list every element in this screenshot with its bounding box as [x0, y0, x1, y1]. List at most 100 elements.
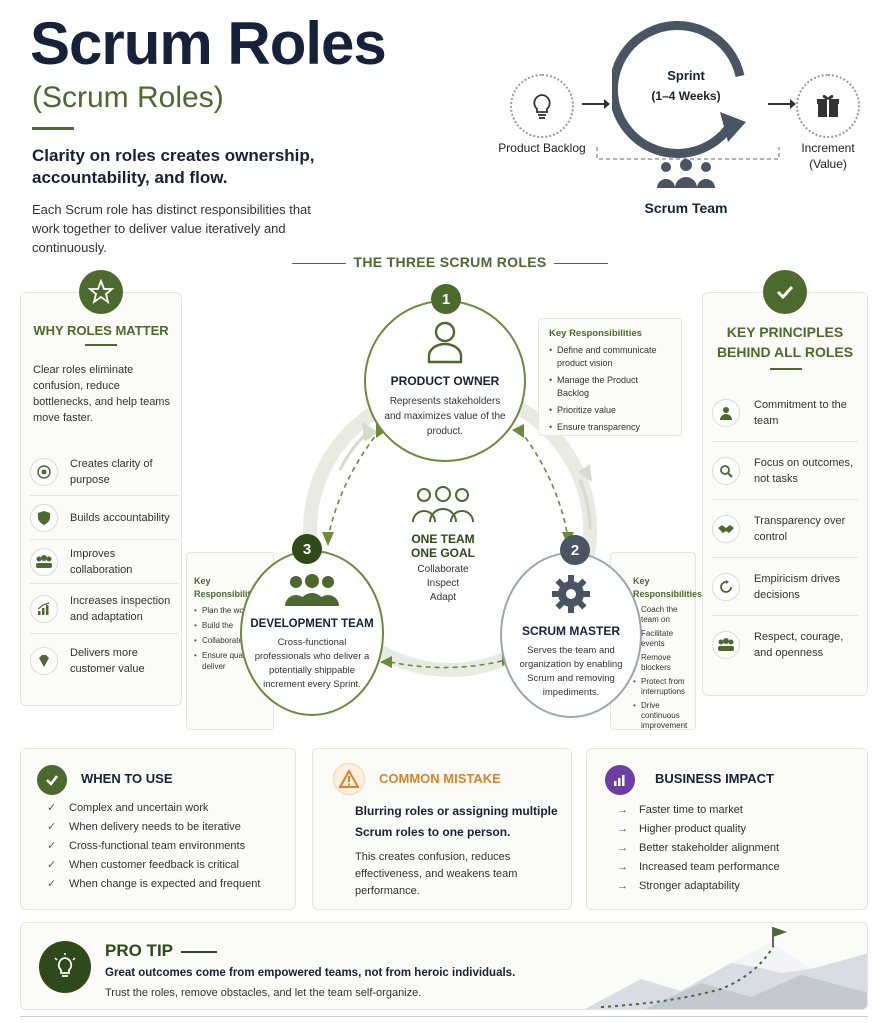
- footer-divider: [20, 1016, 868, 1017]
- increment-sub: (Value): [809, 157, 847, 171]
- development-team-circle: DEVELOPMENT TEAM Cross-functional profes…: [240, 550, 384, 716]
- increment-circle: [796, 74, 860, 138]
- principles-badge: [763, 270, 807, 314]
- po-name: PRODUCT OWNER: [390, 374, 500, 388]
- po-kr-list: Define and communicate product vision Ma…: [549, 344, 671, 434]
- check-mark-icon: ✓: [47, 878, 57, 890]
- when-check-badge: [37, 765, 67, 795]
- handshake-icon: [712, 514, 740, 543]
- principle-item: Empiricism drives decisions: [712, 558, 858, 616]
- check-icon: [46, 775, 58, 786]
- lightbulb-icon: [54, 953, 76, 977]
- three-roles-heading: THE THREE SCRUM ROLES: [290, 254, 610, 270]
- po-kr-title: Key Responsibilities: [549, 328, 642, 339]
- pro-tip-line: [181, 951, 217, 953]
- principle-text: Focus on outcomes, not tasks: [754, 456, 854, 485]
- mistake-body: This creates confusion, reduces effectiv…: [355, 851, 518, 897]
- impact-item: → Stronger adaptability: [617, 879, 857, 894]
- group-icon: [712, 631, 740, 659]
- dev-kr-item: Plan the work: [194, 605, 267, 616]
- principle-text: Transparency over control: [754, 514, 846, 543]
- why-item: Creates clarity of purpose: [30, 448, 178, 496]
- target-icon: [30, 457, 58, 486]
- po-responsibilities: Key Responsibilities Define and communic…: [538, 318, 682, 436]
- impact-badge: [605, 765, 635, 795]
- po-desc: Represents stakeholders and maximizes va…: [384, 396, 506, 437]
- why-item-text: Delivers more customer value: [70, 647, 145, 675]
- impact-item-text: Increased team performance: [639, 861, 780, 873]
- dev-kr-item: Ensure quality deliver: [194, 650, 267, 672]
- principle-item: Focus on outcomes, not tasks: [712, 442, 858, 500]
- po-kr-item: Manage the Product Backlog: [549, 374, 671, 400]
- dev-kr-item: Collaborate daily: [194, 635, 267, 646]
- impact-item: →Better stakeholder alignment: [617, 841, 857, 856]
- why-item: Improves collaboration: [30, 540, 178, 584]
- common-mistake-panel: COMMON MISTAKE Blurring roles or assigni…: [312, 748, 572, 910]
- why-item: Delivers more customer value: [30, 634, 178, 688]
- when-item: ✓Complex and uncertain work: [47, 801, 291, 816]
- why-intro: Clear roles eliminate confusion, reduce …: [33, 364, 170, 424]
- arrow-icon: →: [617, 804, 628, 816]
- person-icon: [712, 398, 740, 427]
- team-people-icon: [657, 159, 715, 188]
- star-icon: [88, 279, 114, 305]
- arrow-icon: →: [617, 842, 628, 854]
- sm-number: 2: [560, 535, 590, 565]
- when-item: ✓Cross-functional team environments: [47, 839, 291, 854]
- dev-kr-list: Plan the work Build the Collaborate dail…: [194, 605, 267, 672]
- sm-kr-title: Key Responsibilities: [633, 576, 703, 599]
- principle-text: Respect, courage, and openness: [754, 631, 844, 659]
- pro-tip-body: Trust the roles, remove obstacles, and l…: [105, 987, 422, 999]
- dev-kr-title: Key Responsibilities: [194, 576, 264, 599]
- when-item-text: Cross-functional team environments: [69, 840, 246, 852]
- when-to-use-panel: WHEN TO USE ✓Complex and uncertain work …: [20, 748, 296, 910]
- three-roles-text: THE THREE SCRUM ROLES: [353, 254, 547, 270]
- sm-kr-item: Remove blockers: [633, 653, 691, 673]
- center-one-team: ONE TEAM ONE GOAL Collaborate Inspect Ad…: [378, 472, 508, 614]
- center-sub-1: Collaborate: [417, 564, 469, 575]
- why-list: Creates clarity of purpose Builds accoun…: [30, 448, 178, 688]
- page-subtitle: (Scrum Roles): [32, 81, 224, 114]
- center-line1: ONE TEAM: [411, 532, 475, 546]
- arrow-right-icon-2: [768, 99, 796, 109]
- people-icon: [30, 547, 58, 576]
- when-item-text: When change is expected and frequent: [69, 878, 261, 890]
- person-outline-icon: [427, 321, 463, 364]
- dev-number: 3: [292, 534, 322, 564]
- impact-title: BUSINESS IMPACT: [655, 771, 774, 786]
- impact-item: → Higher product quality: [617, 822, 857, 837]
- why-title: WHY ROLES MATTER: [33, 323, 169, 338]
- why-item: Increases inspection and adaptation: [30, 584, 178, 634]
- increment-text: Increment: [801, 141, 855, 155]
- chart-icon: [30, 594, 58, 623]
- diamond-icon: [30, 647, 58, 675]
- magnifier-icon: [712, 456, 740, 485]
- backlog-label: Product Backlog: [498, 141, 586, 155]
- sprint-cycle: [612, 21, 746, 158]
- principle-item: Transparency over control: [712, 500, 858, 558]
- pro-tip-badge: [39, 941, 91, 993]
- gear-icon: [552, 575, 590, 613]
- po-kr-item: Ensure transparency: [549, 421, 671, 434]
- arrow-icon: →: [617, 861, 628, 873]
- business-impact-panel: BUSINESS IMPACT →Faster time to market →…: [586, 748, 868, 910]
- principles-list: Commitment to the team Focus on outcomes…: [712, 384, 858, 674]
- sm-kr-item: Coach the team on: [633, 605, 691, 625]
- when-item: ✓When customer feedback is critical: [47, 858, 291, 873]
- when-list: ✓Complex and uncertain work ✓When delive…: [47, 801, 291, 896]
- sm-name: SCRUM MASTER: [522, 624, 620, 638]
- impact-item-text: Stronger adaptability: [639, 880, 740, 892]
- team-outline-icon: [412, 486, 474, 523]
- arrow-icon: →: [617, 880, 628, 892]
- page-title: Scrum Roles: [30, 10, 387, 77]
- arrow-icon: →: [617, 823, 628, 835]
- cycle-icon: [712, 572, 740, 601]
- impact-item-text: Higher product quality: [639, 823, 747, 835]
- pro-tip-title: PRO TIP: [105, 941, 174, 960]
- impact-item: → Increased team performance: [617, 860, 857, 875]
- principles-title: KEY PRINCIPLES BEHIND ALL ROLES: [716, 324, 854, 360]
- center-line2: ONE GOAL: [410, 546, 475, 560]
- team-bracket: [596, 147, 780, 160]
- principle-text: Empiricism drives decisions: [754, 572, 841, 601]
- mistake-title: COMMON MISTAKE: [379, 771, 501, 786]
